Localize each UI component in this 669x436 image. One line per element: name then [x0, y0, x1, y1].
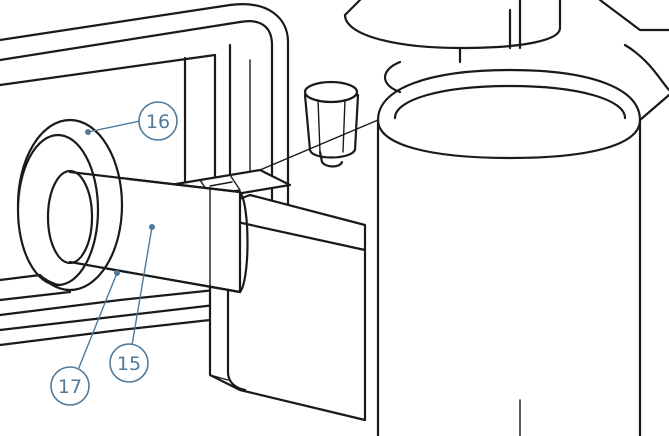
callout-17: 17	[50, 270, 120, 406]
front-block	[208, 193, 367, 422]
rail-part-17	[0, 273, 212, 347]
callout-15-circle	[109, 343, 149, 383]
column-body	[343, 0, 669, 436]
knob	[259, 80, 379, 171]
callout-17-label: 17	[58, 376, 82, 398]
callout-16-circle	[138, 101, 178, 141]
callout-17-circle	[50, 366, 90, 406]
callout-15: 15	[109, 224, 155, 383]
callout-16-label: 16	[146, 111, 170, 133]
callout-16: 16	[85, 101, 178, 141]
housing-frame	[0, 3, 290, 332]
collar-part-16	[16, 118, 242, 294]
callout-15-label: 15	[117, 353, 141, 375]
